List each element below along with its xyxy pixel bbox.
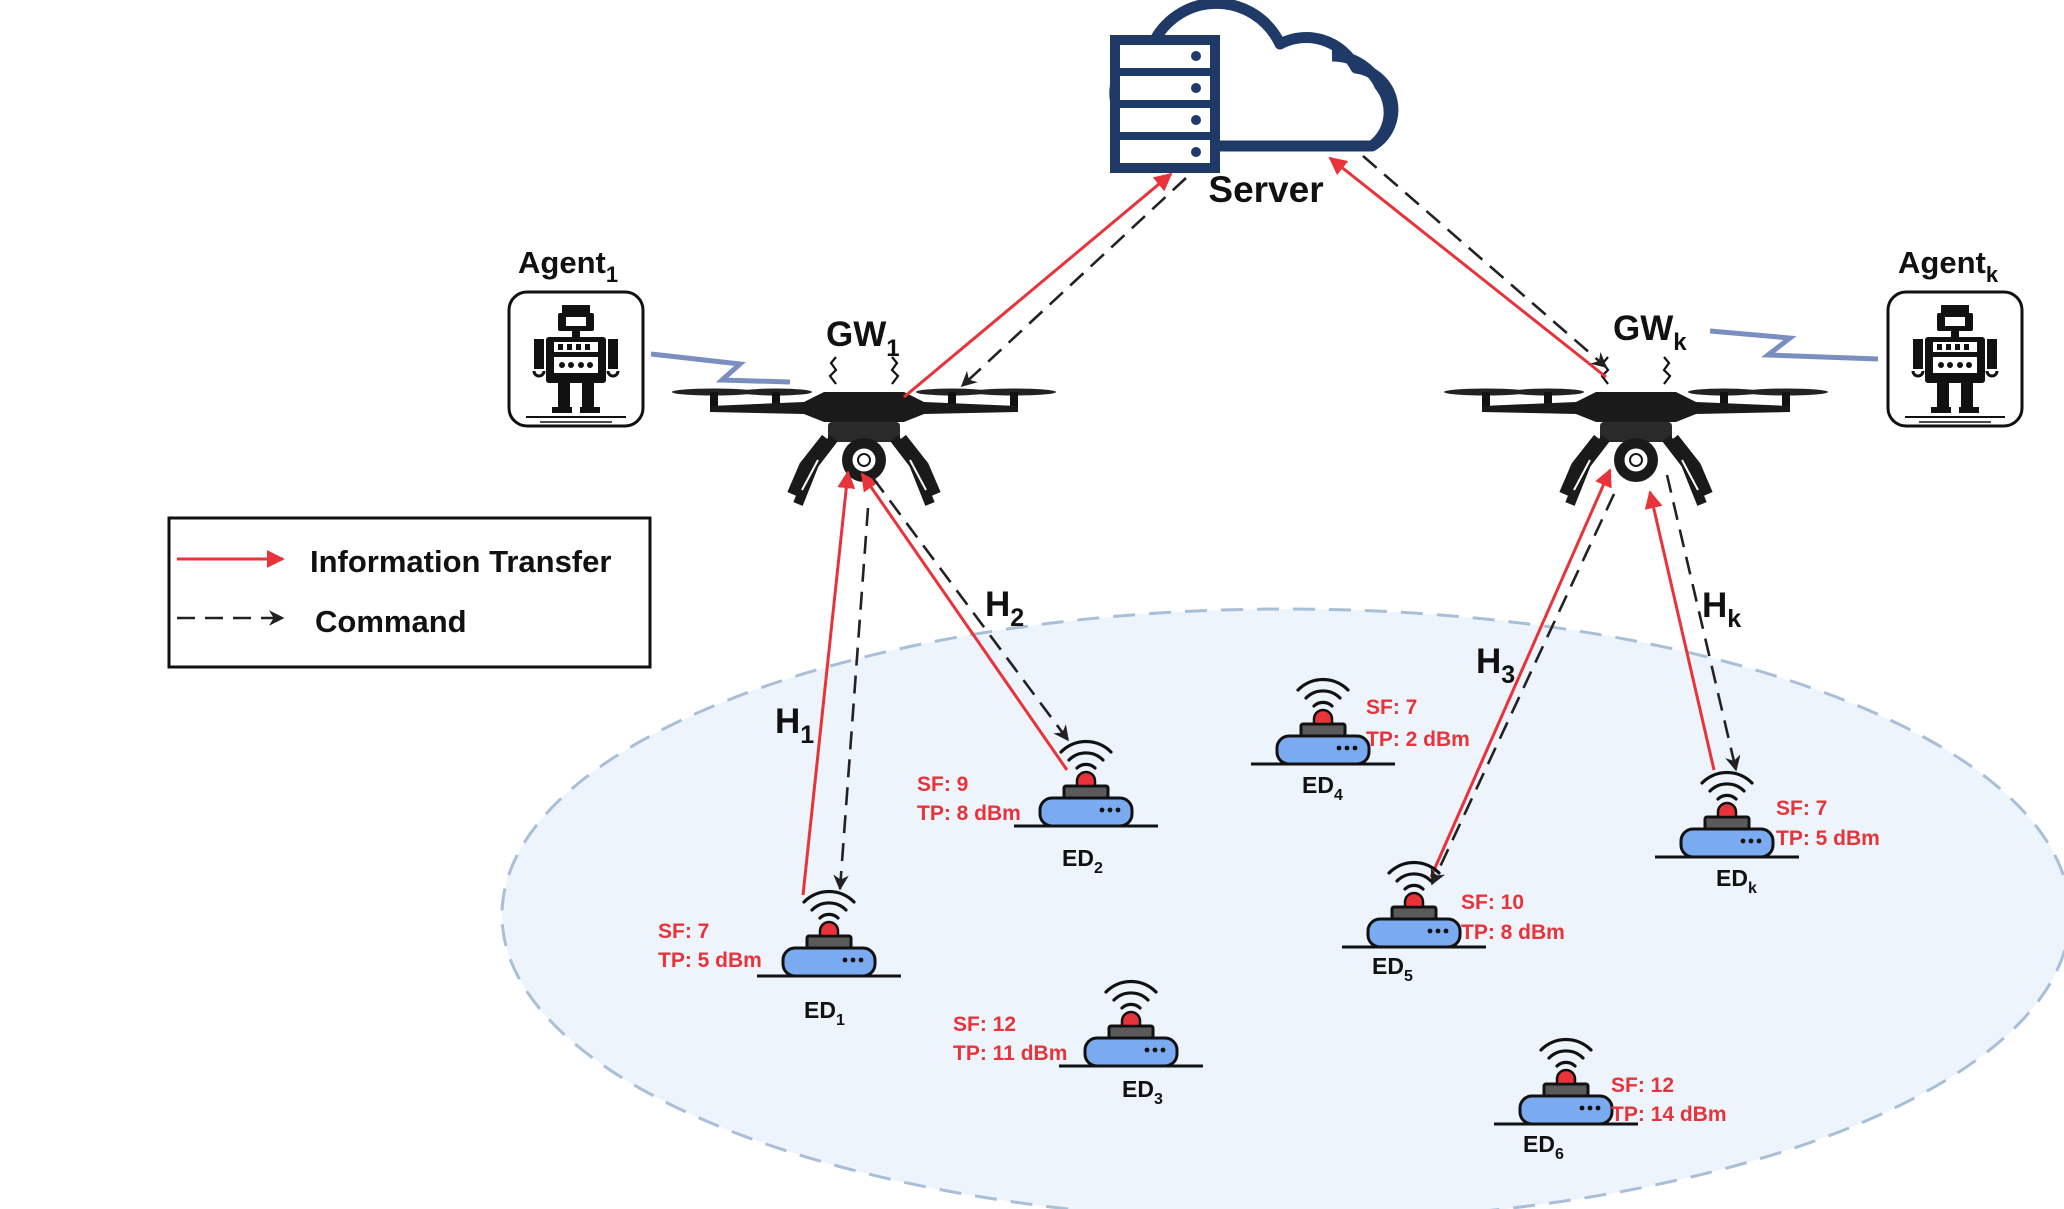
end-device-5-tp: TP: 8 dBm <box>1461 921 1565 944</box>
command-arrow-gwk-edk <box>1665 474 1741 772</box>
command-arrow-server-gw1 <box>960 177 1187 388</box>
agent-k-label: Agentk <box>1898 245 1999 287</box>
end-device-1-tp: TP: 5 dBm <box>658 949 762 972</box>
end-device-6-tp: TP: 14 dBm <box>1611 1103 1727 1126</box>
wireless-link-agent-1 <box>650 351 791 385</box>
end-device-2: SF: 9 TP: 8 dBm ED2 <box>917 739 1160 877</box>
end-device-1-label: ED1 <box>804 997 845 1029</box>
end-device-4-sf: SF: 7 <box>1366 696 1417 719</box>
end-device-k: SF: 7 TP: 5 dBm EDk <box>1653 770 1880 897</box>
gateway-1-label: GW1 <box>826 315 900 362</box>
legend-box <box>167 516 652 669</box>
link-hk-label: Hk <box>1702 586 1741 633</box>
information-arrows <box>801 156 1716 896</box>
agent-k-icon <box>1886 290 2024 428</box>
server-icon <box>1109 0 1399 173</box>
end-device-3-sf: SF: 12 <box>953 1013 1016 1036</box>
end-device-k-label: EDk <box>1716 865 1757 897</box>
end-device-6-label: ED6 <box>1523 1131 1564 1163</box>
end-device-5: SF: 10 TP: 8 dBm ED5 <box>1340 860 1565 985</box>
coverage-area <box>500 607 2064 1209</box>
agent-1-icon <box>507 290 645 428</box>
end-device-1: SF: 7 TP: 5 dBm ED1 <box>658 889 903 1029</box>
info-arrow-gw1-server <box>903 172 1173 399</box>
info-arrow-ed1-gw1 <box>801 470 856 896</box>
end-device-2-sf: SF: 9 <box>917 773 968 796</box>
legend-info-label: Information Transfer <box>310 544 611 579</box>
info-arrow-edk-gwk <box>1644 490 1716 771</box>
end-device-4-tp: TP: 2 dBm <box>1366 728 1470 751</box>
end-device-2-label: ED2 <box>1062 845 1103 877</box>
gateway-k-drone-icon <box>1444 357 1828 504</box>
gateway-k-label: GWk <box>1613 309 1687 356</box>
info-arrow-gwk-server <box>1328 156 1607 379</box>
end-device-5-sf: SF: 10 <box>1461 891 1524 914</box>
end-device-k-sf: SF: 7 <box>1776 797 1827 820</box>
end-device-4-label: ED4 <box>1302 772 1343 804</box>
command-arrow-gwk-ed5 <box>1430 493 1616 886</box>
end-device-1-sf: SF: 7 <box>658 920 709 943</box>
end-device-k-tp: TP: 5 dBm <box>1776 827 1880 850</box>
end-device-3-label: ED3 <box>1122 1076 1163 1108</box>
command-arrows <box>833 155 1741 891</box>
link-h2-label: H2 <box>985 585 1024 632</box>
command-arrow-gw1-ed1 <box>833 507 870 891</box>
legend: Information Transfer Command <box>167 516 652 669</box>
link-h3-label: H3 <box>1476 642 1515 689</box>
agent-1-label: Agent1 <box>518 245 618 287</box>
wireless-link-agent-k <box>1709 328 1879 362</box>
info-arrow-ed5-gwk <box>1429 468 1612 878</box>
server-label: Server <box>1208 169 1323 210</box>
link-h1-label: H1 <box>775 702 814 749</box>
end-device-5-label: ED5 <box>1372 953 1413 985</box>
legend-command-label: Command <box>315 604 467 639</box>
end-device-4: SF: 7 TP: 2 dBm ED4 <box>1249 677 1470 804</box>
end-device-3-tp: TP: 11 dBm <box>953 1042 1067 1065</box>
end-device-2-tp: TP: 8 dBm <box>917 802 1021 825</box>
info-arrow-ed2-gw1 <box>860 472 1069 771</box>
end-device-6-sf: SF: 12 <box>1611 1074 1674 1097</box>
end-device-6: SF: 12 TP: 14 dBm ED6 <box>1492 1037 1727 1163</box>
end-device-3: SF: 12 TP: 11 dBm ED3 <box>953 979 1205 1108</box>
command-arrow-server-gwk <box>1362 155 1608 369</box>
